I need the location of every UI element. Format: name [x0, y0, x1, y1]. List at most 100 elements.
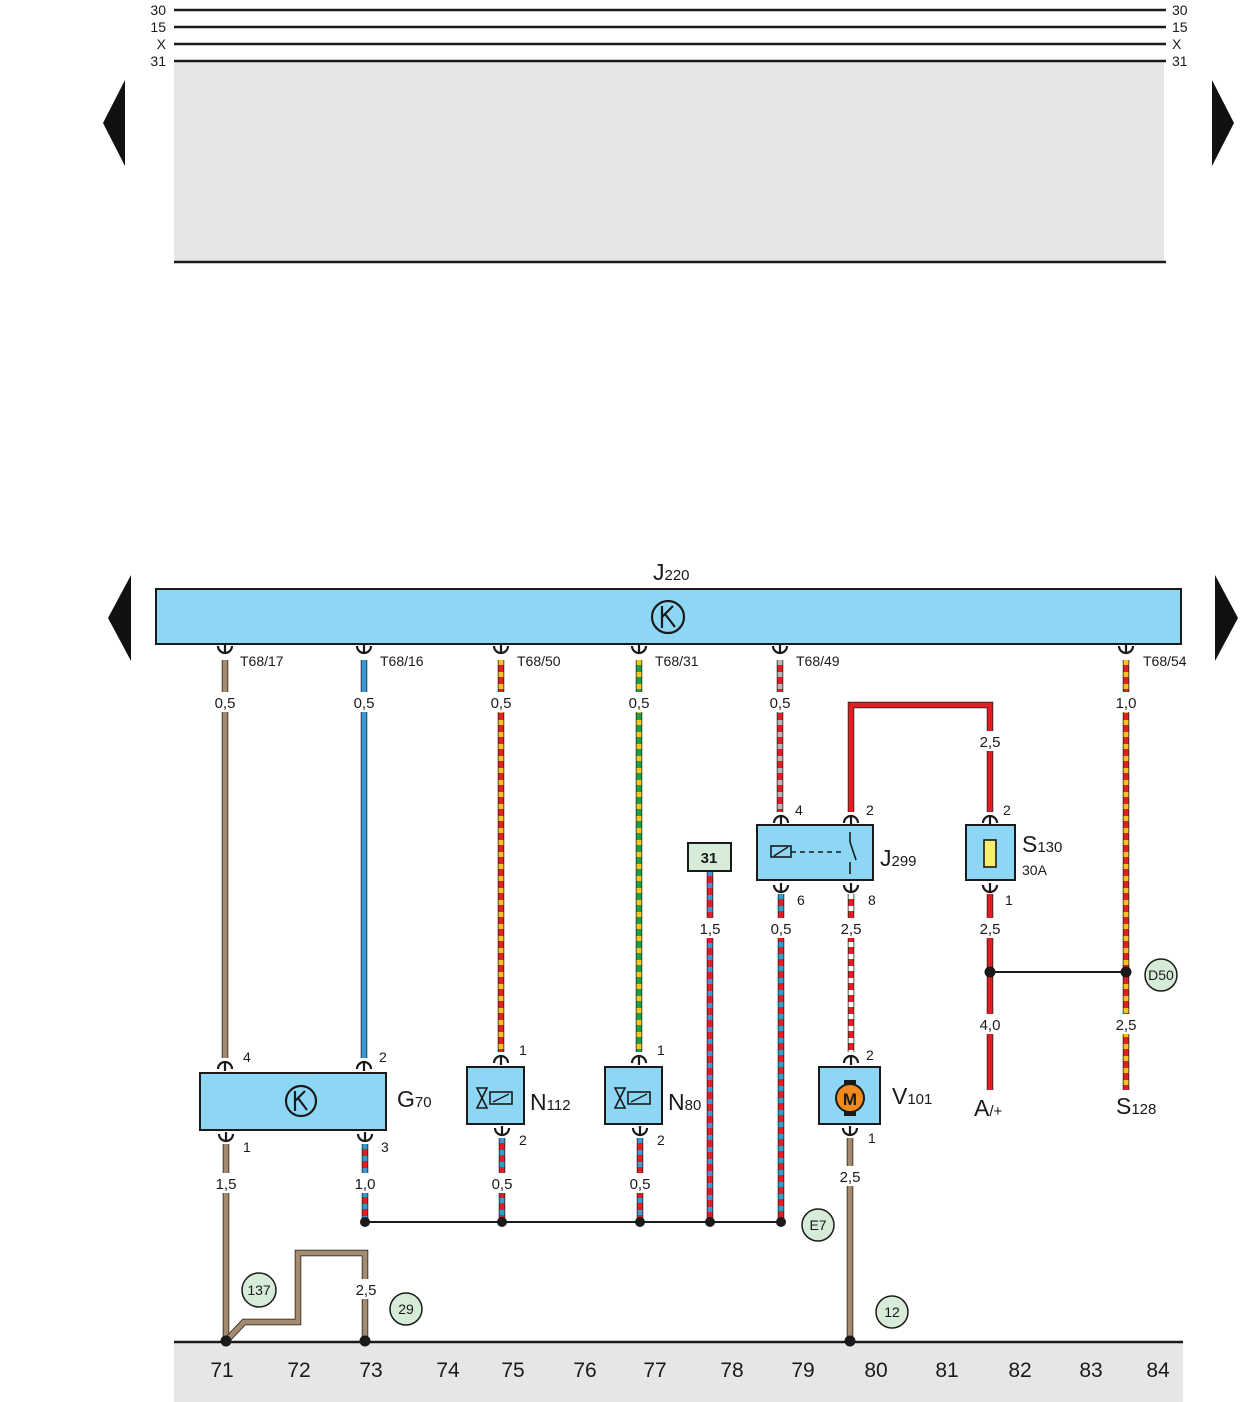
terminal-t68-16: T68/16	[380, 653, 424, 669]
column-75: 75	[501, 1359, 524, 1382]
badge-137: 137	[241, 1272, 277, 1308]
badge-29: 29	[389, 1292, 423, 1326]
n112-valve-icon	[475, 1087, 513, 1109]
gauge-j299-8: 2,5	[841, 921, 862, 938]
rail-label-x-left: X	[157, 36, 167, 52]
column-83: 83	[1079, 1359, 1102, 1382]
bottom-panel	[174, 1342, 1183, 1402]
connector-s130-2	[981, 814, 999, 825]
rail-label-30-left: 30	[150, 2, 166, 18]
gauge-g70-1: 1,5	[216, 1176, 237, 1193]
pin-n80-2: 2	[657, 1132, 665, 1148]
gauge-w49: 0,5	[770, 695, 791, 712]
svg-text:12: 12	[884, 1304, 900, 1320]
n112-valve[interactable]	[466, 1066, 525, 1125]
column-81: 81	[935, 1359, 958, 1382]
connector-n80-2	[631, 1126, 649, 1137]
pin-n112-1: 1	[519, 1042, 527, 1058]
column-80: 80	[864, 1359, 887, 1382]
pin-j299-6: 6	[797, 892, 805, 908]
connector-g70-1	[217, 1132, 235, 1143]
pin-n112-2: 2	[519, 1132, 527, 1148]
gauge-w50: 0,5	[491, 695, 512, 712]
pin-s130-2: 2	[1003, 802, 1011, 818]
j220-control-unit-icon	[650, 599, 686, 635]
pin-g70-1: 1	[243, 1139, 251, 1155]
gauge-w17: 0,5	[215, 695, 236, 712]
gauge-s128-feed: 2,5	[1116, 1017, 1137, 1034]
next-page-arrow-icon[interactable]	[1212, 80, 1234, 166]
junction-dots	[220, 966, 1132, 1347]
pin-numbers: 4 2 6 8 2 1 4 2 1 3 1 2 1 2 2 1	[243, 802, 1013, 1155]
pin-n80-1: 1	[657, 1042, 665, 1058]
column-79: 79	[791, 1359, 814, 1382]
j299-relay-icon	[770, 832, 857, 874]
s128-label: S128	[1116, 1093, 1156, 1119]
gauge-s130-1: 2,5	[980, 921, 1001, 938]
pin-v101-1: 1	[868, 1130, 876, 1146]
connector-n80-1	[630, 1054, 648, 1065]
s130-label: S130	[1022, 831, 1062, 857]
connector-g70-2	[355, 1060, 373, 1071]
a-plus-label: A/+	[974, 1095, 1003, 1121]
connector-g70-3	[356, 1132, 374, 1143]
pin-g70-3: 3	[381, 1139, 389, 1155]
connector-j220-0	[216, 644, 234, 655]
terminal-t68-31: T68/31	[655, 653, 699, 669]
pin-v101-2: 2	[866, 1047, 874, 1063]
gauge-w54: 1,0	[1116, 695, 1137, 712]
n80-valve[interactable]	[604, 1066, 663, 1125]
connector-s130-1	[981, 883, 999, 894]
column-74: 74	[436, 1359, 460, 1382]
wire-j299-s130	[847, 701, 994, 812]
connector-j299-2	[842, 814, 860, 825]
badge-e7: E7	[801, 1208, 835, 1242]
n112-label: N112	[530, 1089, 571, 1115]
power-rails	[174, 8, 1166, 264]
next-section-arrow-icon[interactable]	[1215, 575, 1238, 661]
prev-section-arrow-icon[interactable]	[108, 575, 131, 661]
j299-relay[interactable]	[756, 824, 874, 881]
rail-label-15-left: 15	[150, 19, 166, 35]
wires	[221, 660, 1130, 1344]
gauge-n80-2: 0,5	[630, 1176, 651, 1193]
gauge-j299-2: 2,5	[980, 734, 1001, 751]
fuse-icon	[983, 839, 997, 868]
wire-loop	[223, 1249, 369, 1344]
connector-n112-1	[492, 1054, 510, 1065]
svg-text:E7: E7	[809, 1217, 826, 1233]
column-77: 77	[643, 1359, 666, 1382]
connector-j299-8	[842, 883, 860, 894]
rail-label-31-right: 31	[1172, 53, 1188, 69]
column-73: 73	[359, 1359, 382, 1382]
connector-g70-4	[216, 1060, 234, 1071]
column-numbers: 71 72 73 74 75 76 77 78 79 80 81 82 83 8…	[210, 1359, 1170, 1382]
terminal-t68-17: T68/17	[240, 653, 284, 669]
g70-label: G70	[397, 1086, 432, 1112]
column-71: 71	[210, 1359, 233, 1382]
column-76: 76	[573, 1359, 596, 1382]
connector-j220-4	[771, 644, 789, 655]
svg-text:29: 29	[398, 1301, 414, 1317]
j220-module[interactable]	[155, 588, 1182, 645]
gauge-v101-1: 2,5	[840, 1169, 861, 1186]
rail-label-31-left: 31	[150, 53, 166, 69]
connector-j220-3	[630, 644, 648, 655]
rail-label-30-right: 30	[1172, 2, 1188, 18]
pin-j299-4: 4	[795, 802, 803, 818]
pin-g70-4: 4	[243, 1049, 251, 1065]
v101-motor-letter: M	[843, 1090, 857, 1109]
connector-j220-2	[492, 644, 510, 655]
prev-page-arrow-icon[interactable]	[103, 80, 125, 166]
badge-12: 12	[875, 1295, 909, 1329]
v101-label: V101	[892, 1083, 932, 1109]
gauge-j299-6: 0,5	[771, 921, 792, 938]
top-panel	[174, 60, 1164, 262]
g70-module[interactable]	[199, 1072, 387, 1131]
wire-gauges: 0,5 0,5 0,5 0,5 0,5 1,0 2,5 1,5 0,5 2,5 …	[210, 692, 1141, 1299]
s130-rating: 30A	[1022, 862, 1048, 878]
connector-v101-1	[841, 1126, 859, 1137]
ground-31-box	[687, 842, 732, 872]
column-84: 84	[1146, 1359, 1170, 1382]
gauge-a-feed: 4,0	[980, 1017, 1001, 1034]
